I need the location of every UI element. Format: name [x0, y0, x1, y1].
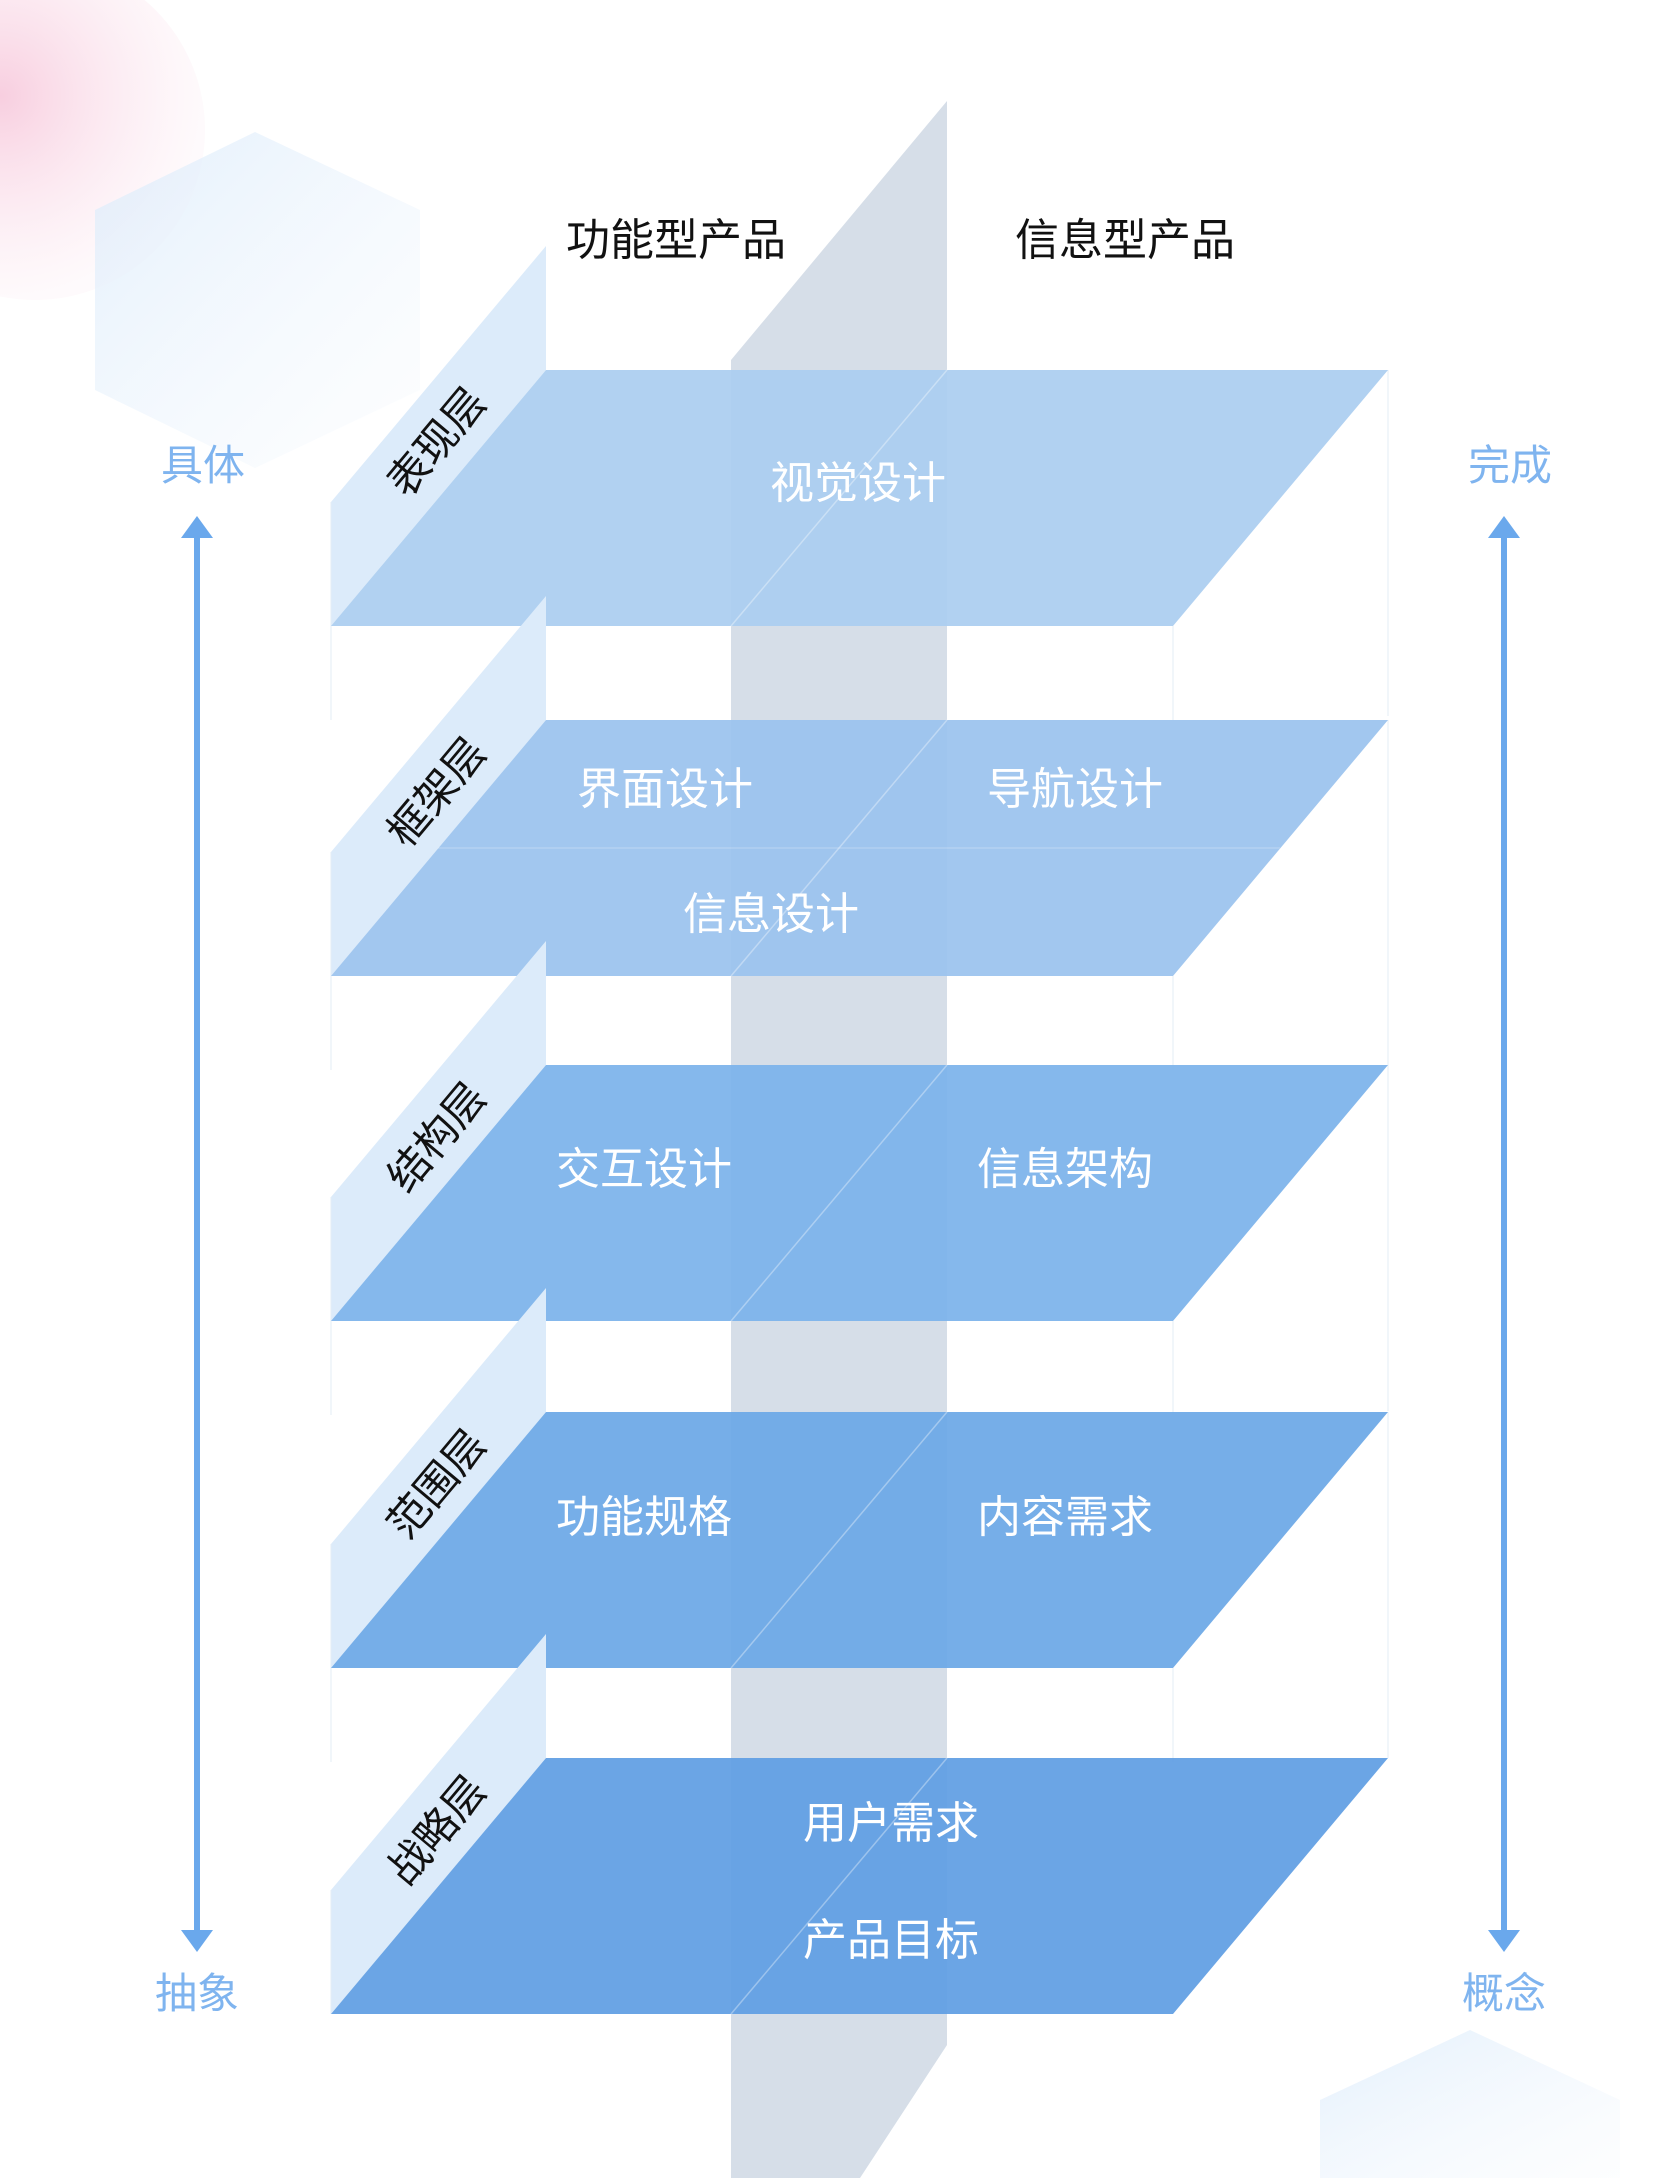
layer-item: 视觉设计	[770, 458, 946, 509]
layer-item: 信息设计	[683, 889, 859, 940]
layer-plane	[331, 370, 1388, 626]
arrow-up-icon	[1488, 516, 1520, 538]
header-informational: 信息型产品	[1015, 215, 1235, 266]
decor-hexagon	[95, 132, 420, 468]
layer-side-wall	[331, 596, 546, 976]
label-completion: 完成	[1468, 441, 1552, 490]
layer-item: 交互设计	[556, 1144, 732, 1195]
arrow-down-icon	[181, 1930, 213, 1952]
plane-divider	[730, 719, 948, 977]
plane-divider	[730, 1411, 948, 1669]
arrow-up-icon	[181, 516, 213, 538]
layer-side-wall	[331, 1634, 546, 2014]
layer-side-wall	[331, 1288, 546, 1668]
layer-plane	[331, 1412, 1388, 1668]
layer-item: 功能规格	[556, 1492, 732, 1543]
plane-divider	[730, 1064, 948, 1322]
layer-item: 导航设计	[987, 764, 1163, 815]
label-conception: 概念	[1462, 1969, 1546, 2018]
layer-item: 内容需求	[977, 1492, 1153, 1543]
layer-4: 范围层功能规格内容需求	[330, 1288, 1389, 1762]
layer-side-wall	[331, 246, 546, 626]
plane-divider	[730, 369, 948, 627]
layer-item: 界面设计	[577, 764, 753, 815]
layer-plane	[331, 720, 1388, 976]
label-abstract: 抽象	[155, 1969, 239, 2018]
layer-item: 用户需求	[803, 1798, 979, 1849]
layer-item: 产品目标	[803, 1915, 979, 1966]
header-functional: 功能型产品	[566, 215, 786, 266]
layer-plane	[331, 1065, 1388, 1321]
arrow-down-icon	[1488, 1930, 1520, 1952]
layer-1: 表现层视觉设计	[330, 246, 1389, 720]
layer-item: 信息架构	[977, 1144, 1153, 1195]
decor-hexagon	[1320, 2030, 1620, 2178]
label-concrete: 具体	[161, 441, 245, 490]
plane-divider	[730, 1757, 948, 2015]
layer-3: 结构层交互设计信息架构	[330, 941, 1389, 1415]
layer-side-wall	[331, 941, 546, 1321]
layer-2: 框架层界面设计导航设计信息设计	[330, 596, 1389, 1070]
layer-5: 战略层用户需求产品目标	[330, 1634, 1388, 2015]
layer-plane	[331, 1758, 1388, 2014]
